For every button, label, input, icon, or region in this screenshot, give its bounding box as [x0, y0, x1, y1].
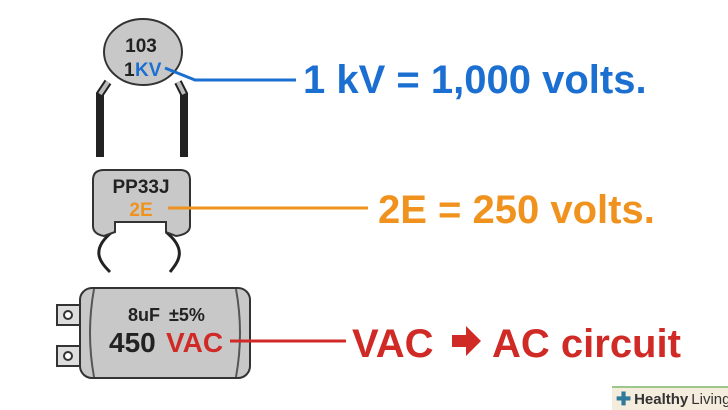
- watermark-bold: Healthy: [634, 390, 689, 408]
- electrolytic-capacitance: 8uF: [128, 305, 160, 325]
- electrolytic-voltage-type: VAC: [166, 327, 223, 358]
- film-rating: 2E: [129, 200, 152, 221]
- watermark: ✚ Healthy Living: [612, 386, 728, 410]
- ceramic-capacitor: 103 1 KV: [96, 18, 296, 157]
- ceramic-pointer-line: [164, 66, 296, 82]
- vac-label: VAC: [352, 322, 434, 366]
- electrolytic-capacitor: 8uF ±5% 450 VAC: [56, 287, 346, 379]
- ceramic-rating-number: 1: [124, 60, 135, 81]
- plus-icon: ✚: [616, 388, 632, 409]
- right-arrow-icon: [452, 326, 481, 356]
- electrolytic-tolerance: ±5%: [169, 305, 205, 325]
- film-code: PP33J: [112, 177, 169, 198]
- ceramic-code: 103: [125, 36, 157, 57]
- ceramic-voltage-label: 1 kV = 1,000 volts.: [303, 58, 647, 102]
- electrolytic-voltage: 450: [109, 327, 156, 358]
- film-capacitor: PP33J 2E: [92, 169, 368, 274]
- film-voltage-label: 2E = 250 volts.: [378, 188, 655, 232]
- ac-circuit-label: AC circuit: [492, 322, 681, 366]
- watermark-light: Living: [691, 390, 728, 408]
- ceramic-rating-unit: KV: [135, 60, 162, 81]
